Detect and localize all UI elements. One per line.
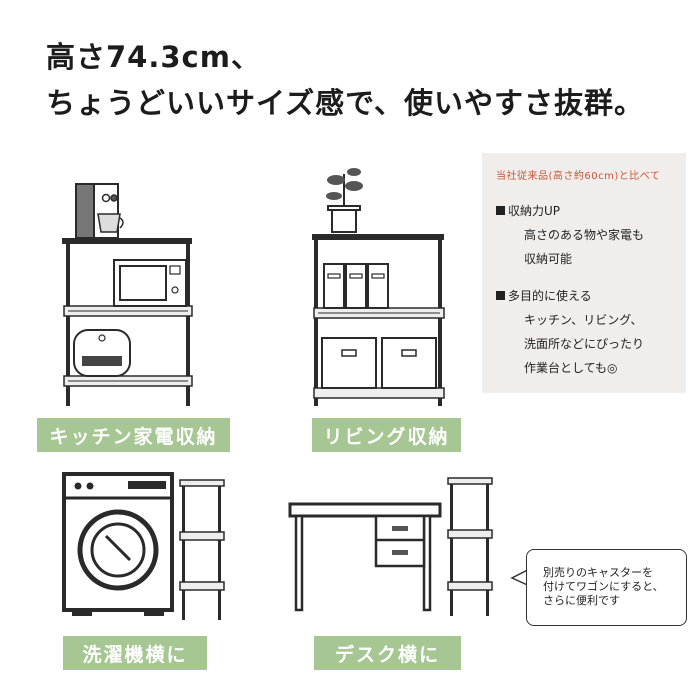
label-desk: デスク横に [314, 636, 461, 670]
headline: 高さ74.3cm、 ちょうどいいサイズ感で、使いやすさ抜群。 [46, 34, 644, 126]
storage-boxes-icon [321, 337, 437, 389]
point-2-line: 作業台としても◎ [524, 361, 618, 375]
microwave-icon [113, 259, 187, 307]
speech-bubble-tail [510, 569, 528, 586]
caster-note-line: 付けてワゴンにすると、 [543, 580, 664, 593]
headline-line-2: ちょうどいいサイズ感で、使いやすさ抜群。 [46, 86, 644, 120]
desk-icon [288, 502, 442, 612]
kitchen-rack-illustration [62, 183, 193, 406]
file-boxes-icon [323, 263, 389, 309]
washer-illustration [62, 472, 225, 620]
square-bullet-icon [496, 206, 505, 215]
living-rack-illustration [312, 168, 445, 406]
narrow-rack-icon [447, 477, 493, 616]
label-washer: 洗濯機横に [63, 636, 207, 670]
desk-illustration [288, 477, 493, 616]
label-kitchen: キッチン家電収納 [37, 418, 230, 452]
headline-line-1: 高さ74.3cm、 [46, 40, 261, 74]
comparison-panel: 当社従来品(高さ約60cm)と比べて 収納力UP 高さのある物や家電も 収納可能… [482, 153, 686, 393]
point-2-title: 多目的に使える [496, 288, 686, 304]
plant-icon [326, 168, 363, 233]
comparison-subtitle: 当社従来品(高さ約60cm)と比べて [496, 171, 661, 182]
square-bullet-icon [496, 291, 505, 300]
point-2-line: キッチン、リビング、 [524, 313, 643, 327]
coffee-maker-icon [75, 183, 124, 239]
point-2-line: 洗面所などにぴったり [524, 337, 645, 351]
narrow-rack-icon [179, 479, 225, 620]
point-1-title: 収納力UP [496, 203, 686, 219]
caster-note-line: さらに便利です [543, 594, 620, 607]
caster-note-bubble: 別売りのキャスターを 付けてワゴンにすると、 さらに便利です [526, 549, 687, 626]
point-1-line: 収納可能 [524, 252, 573, 266]
point-1-line: 高さのある物や家電も [524, 228, 645, 242]
washing-machine-icon [62, 472, 174, 616]
rice-cooker-icon [73, 329, 131, 377]
caster-note-line: 別売りのキャスターを [543, 566, 653, 579]
label-living: リビング収納 [312, 418, 461, 452]
